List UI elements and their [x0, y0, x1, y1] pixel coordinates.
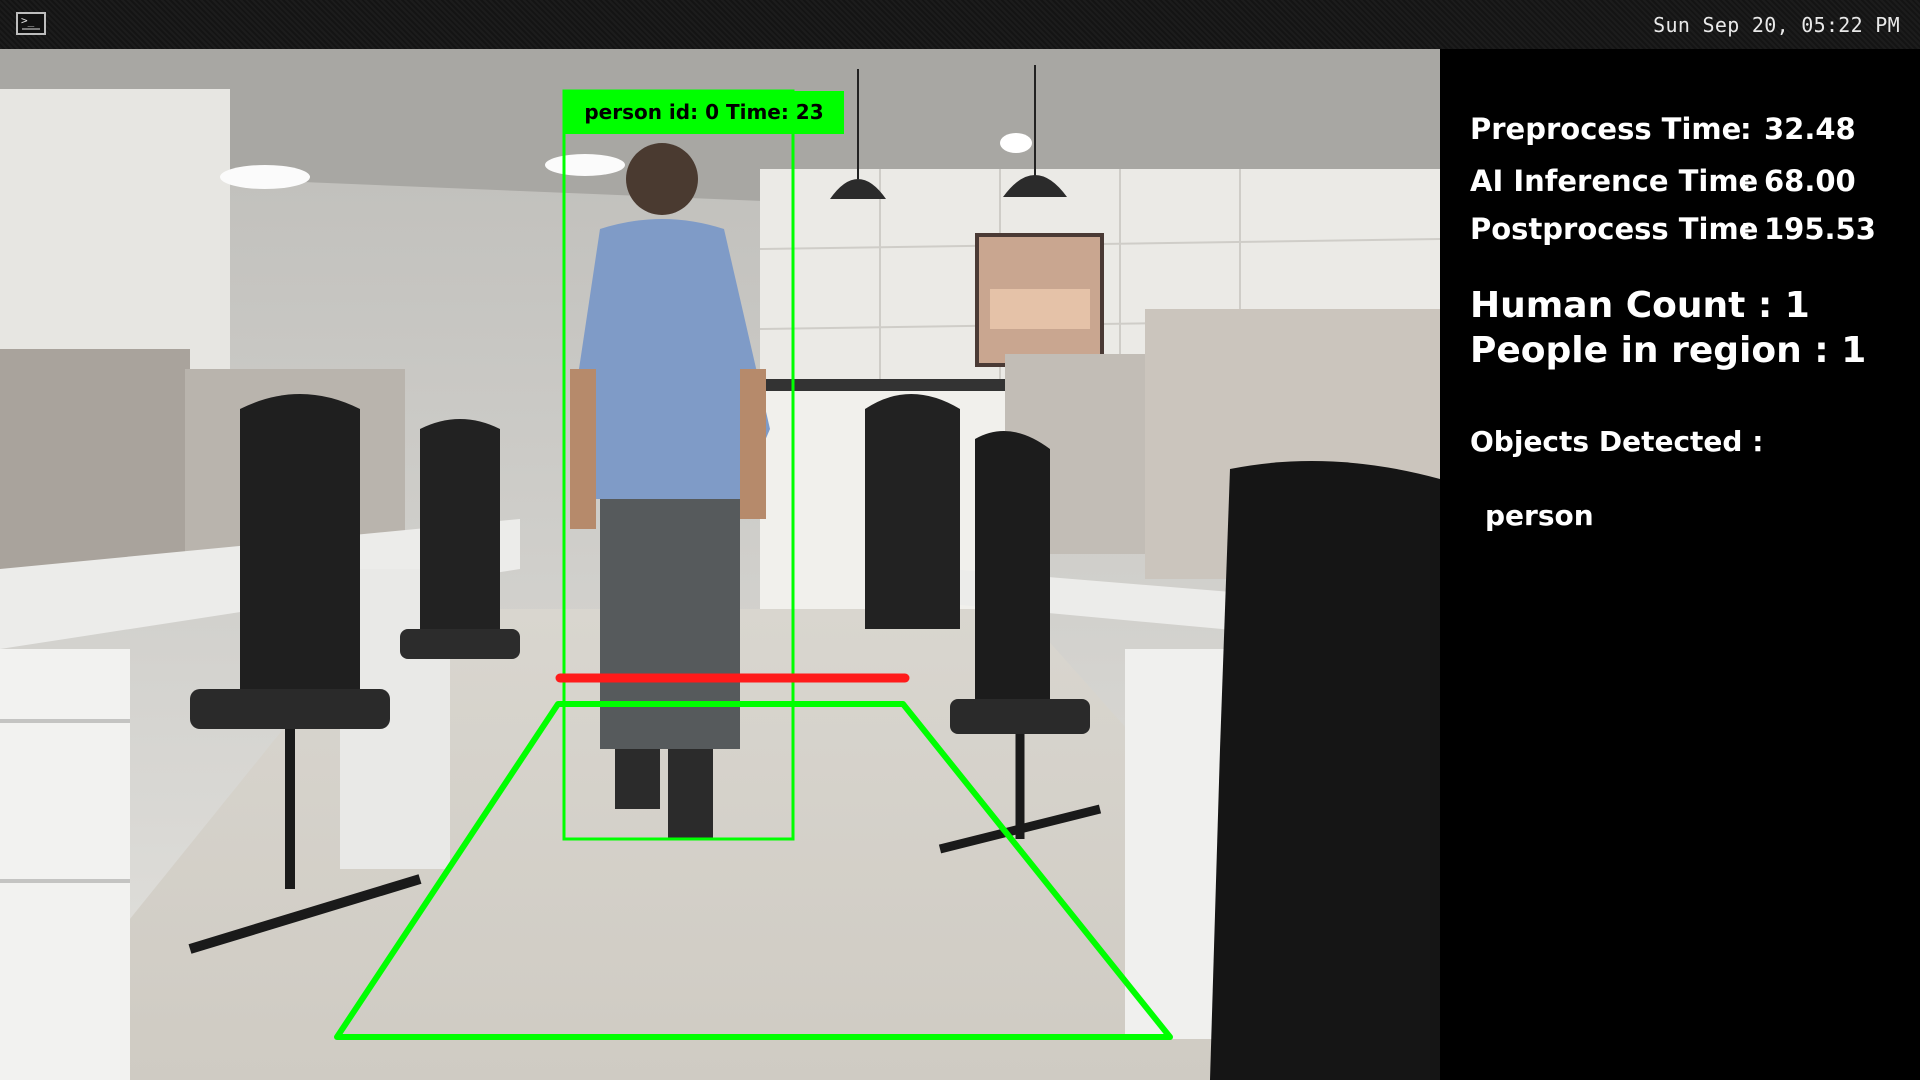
stats-panel: Preprocess Time:32.48 AI Inference Time:…	[1440, 49, 1920, 1080]
postprocess-time-label: Postprocess Time	[1470, 212, 1759, 246]
inference-sep: :	[1740, 164, 1752, 198]
people-in-region: People in region : 1	[1470, 330, 1867, 371]
top-bar: >_ Sun Sep 20, 05:22 PM	[0, 0, 1920, 50]
postprocess-sep: :	[1740, 212, 1752, 246]
region-of-interest	[334, 701, 1173, 1040]
clock: Sun Sep 20, 05:22 PM	[1653, 13, 1900, 37]
inference-time-row: AI Inference Time:68.00	[1470, 164, 1856, 198]
terminal-icon[interactable]: >_	[16, 12, 46, 35]
inference-time-label: AI Inference Time	[1470, 164, 1759, 198]
office-scene	[0, 49, 1440, 1080]
preprocess-time-label: Preprocess Time	[1470, 112, 1742, 146]
detected-object-item: person	[1485, 499, 1594, 532]
preprocess-sep: :	[1740, 112, 1752, 146]
human-count: Human Count : 1	[1470, 285, 1810, 326]
postprocess-time-row: Postprocess Time:195.53	[1470, 212, 1876, 246]
postprocess-time-value: 195.53	[1764, 212, 1876, 246]
camera-feed: person id: 0 Time: 23	[0, 49, 1440, 1080]
preprocess-time-row: Preprocess Time:32.48	[1470, 112, 1856, 146]
inference-time-value: 68.00	[1764, 164, 1856, 198]
preprocess-time-value: 32.48	[1764, 112, 1856, 146]
objects-detected-title: Objects Detected :	[1470, 425, 1764, 458]
detection-label: person id: 0 Time: 23	[564, 91, 844, 134]
